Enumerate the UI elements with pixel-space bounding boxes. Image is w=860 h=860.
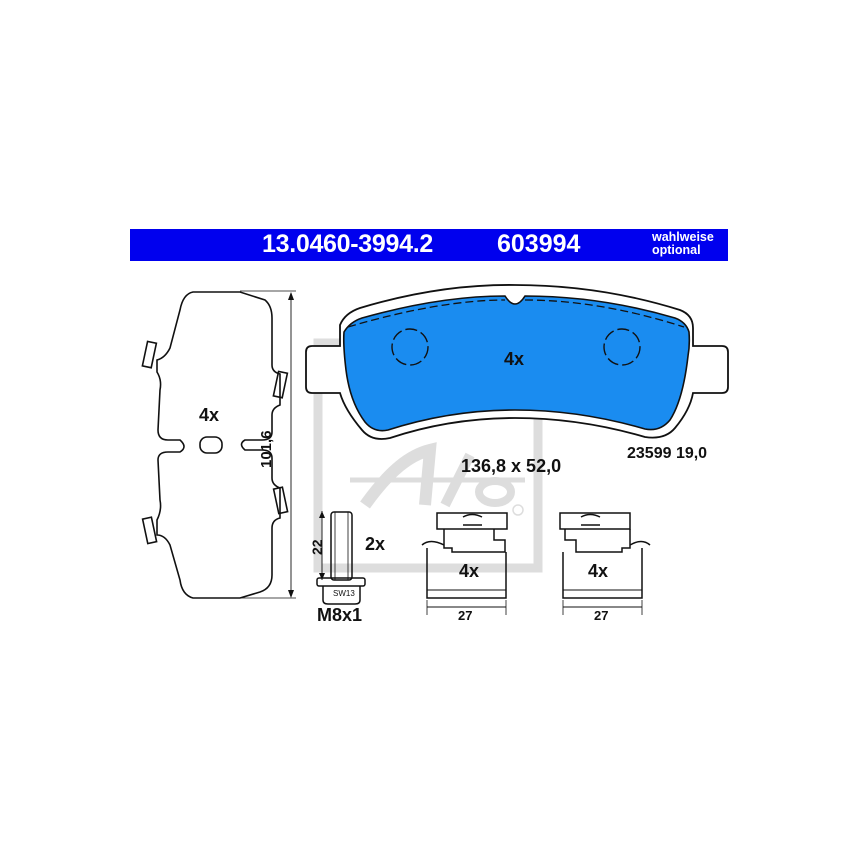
clip-right-drawing xyxy=(559,512,651,615)
pad-quantity: 4x xyxy=(504,349,525,369)
clip-left-drawing xyxy=(421,512,508,615)
optional-note: wahlweise optional xyxy=(652,231,714,257)
optional-note-de: wahlweise xyxy=(652,230,714,244)
bolt-thread: M8x1 xyxy=(317,605,363,625)
optional-note-en: optional xyxy=(652,243,701,257)
bolt-quantity: 2x xyxy=(365,534,386,554)
bolt-drawing xyxy=(316,511,366,605)
brake-pad-drawing xyxy=(305,284,729,440)
part-number: 13.0460-3994.2 xyxy=(262,230,433,258)
clip-left-width: 27 xyxy=(456,608,475,623)
reference-number: 603994 xyxy=(497,230,581,258)
shim-quantity: 4x xyxy=(199,405,220,425)
shim-plate-drawing xyxy=(141,290,296,599)
wva-and-thickness: 23599 19,0 xyxy=(627,445,708,462)
part-number-banner: 13.0460-3994.2 603994 wahlweise optional xyxy=(130,229,728,261)
clip-right-width: 27 xyxy=(592,608,611,623)
clip-left-quantity: 4x xyxy=(459,561,480,581)
pad-dimensions: 136,8 x 52,0 xyxy=(461,456,562,476)
clip-right-quantity: 4x xyxy=(588,561,609,581)
bolt-length-dimension: 22 xyxy=(309,539,325,555)
wrench-size: SW13 xyxy=(333,589,355,598)
shim-height-dimension: 101,6 xyxy=(258,430,275,468)
